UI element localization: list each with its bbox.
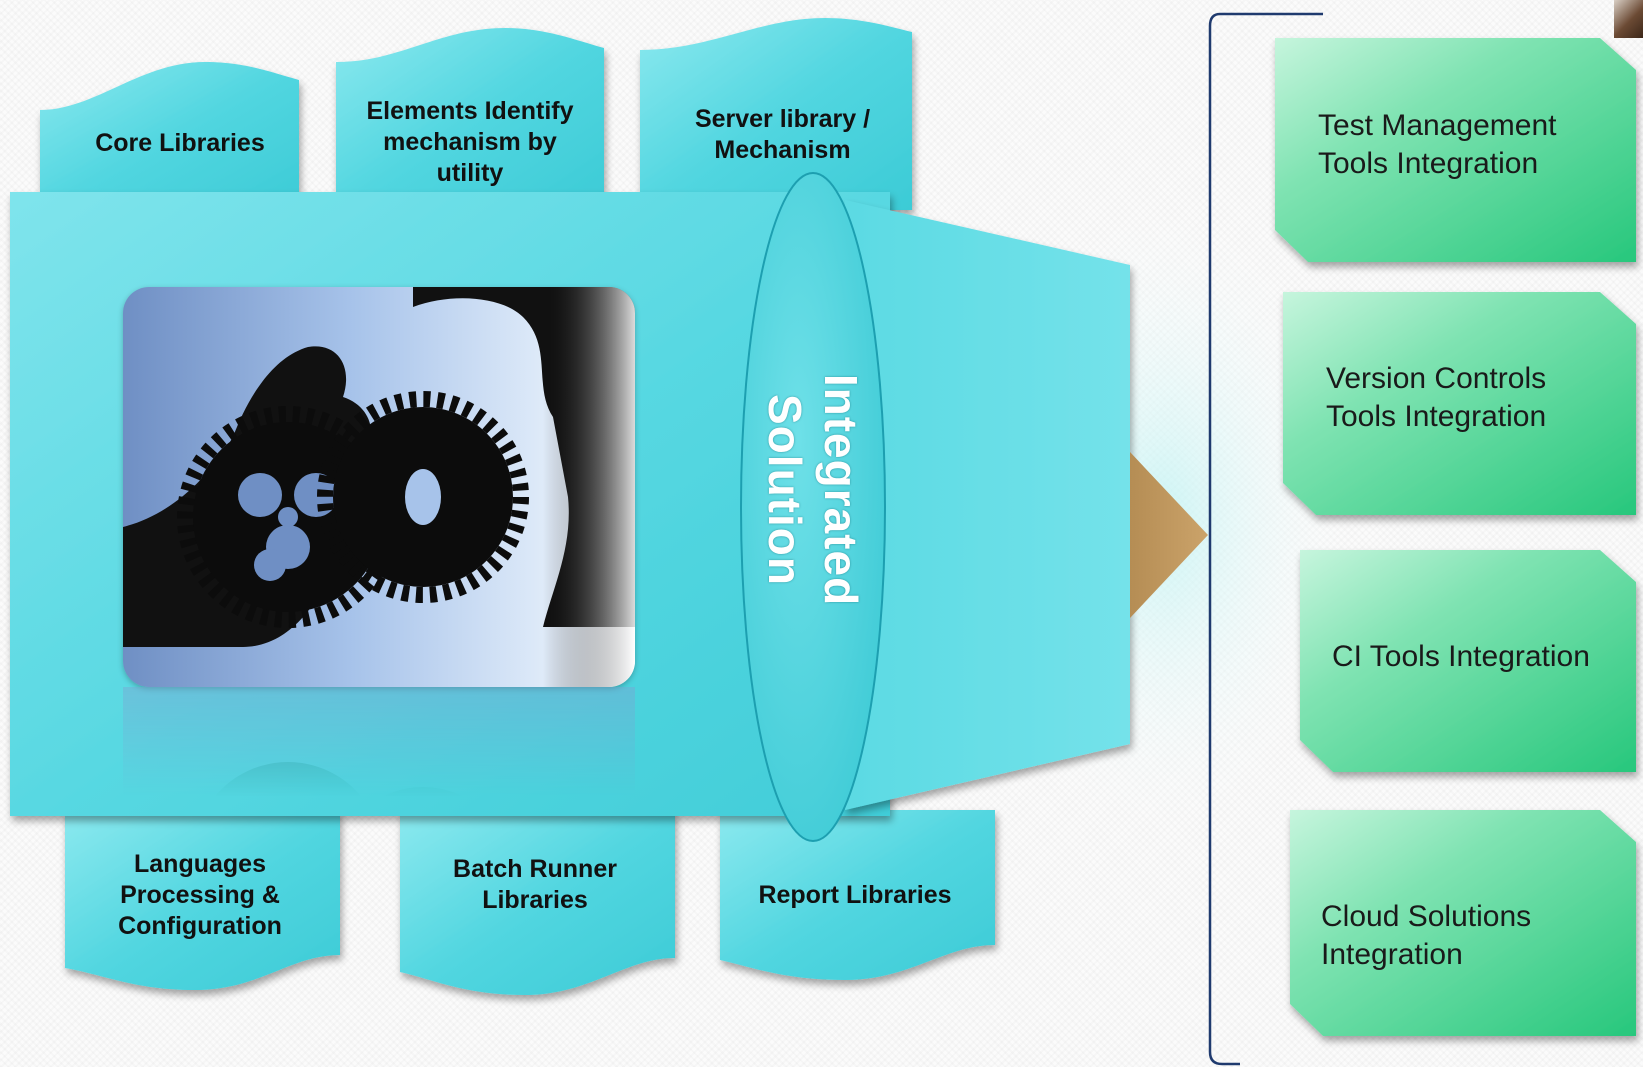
document-shape-core-libraries	[40, 62, 299, 210]
corner-photo-fragment	[1614, 0, 1643, 38]
bracket-line	[1208, 12, 1323, 1066]
gears-photo	[123, 287, 635, 687]
doc-label-report-libraries: Report Libraries	[758, 880, 952, 909]
integration-box-shape-4	[1290, 810, 1636, 1036]
integration-box-shape-1	[1275, 38, 1636, 262]
funnel-shape	[845, 200, 1130, 810]
doc-label-elements-identify: Elements Identify mechanism by utility	[366, 96, 574, 187]
integration-box-shape-2	[1283, 292, 1636, 515]
doc-label-languages: Languages Processing & Configuration	[118, 849, 282, 940]
arrow-shape	[1130, 452, 1208, 618]
integration-label-version-controls: Version Controls Tools Integration	[1326, 362, 1547, 433]
gears-illustration	[123, 287, 635, 687]
integration-label-test-management: Test Management Tools Integration	[1318, 109, 1557, 180]
integration-label-cloud-solutions: Cloud Solutions Integration	[1321, 900, 1532, 971]
integration-label-ci-tools: CI Tools Integration	[1332, 640, 1590, 673]
document-shape-report-libraries	[720, 810, 995, 980]
document-shape-languages	[65, 810, 340, 990]
doc-label-core-libraries: Core Libraries	[95, 128, 265, 157]
gears-photo-reflection	[123, 687, 635, 797]
doc-label-batch-runner: Batch Runner Libraries	[453, 855, 617, 914]
document-shape-server-library	[640, 18, 912, 210]
doc-label-server-library: Server library / Mechanism	[694, 105, 871, 164]
integrated-solution-ellipse	[740, 172, 886, 842]
document-shape-elements-identify	[336, 28, 604, 210]
integrated-solution-label: Integrated Solution	[759, 373, 867, 607]
integration-box-shape-3	[1300, 550, 1636, 772]
document-shape-batch-runner	[400, 810, 675, 995]
